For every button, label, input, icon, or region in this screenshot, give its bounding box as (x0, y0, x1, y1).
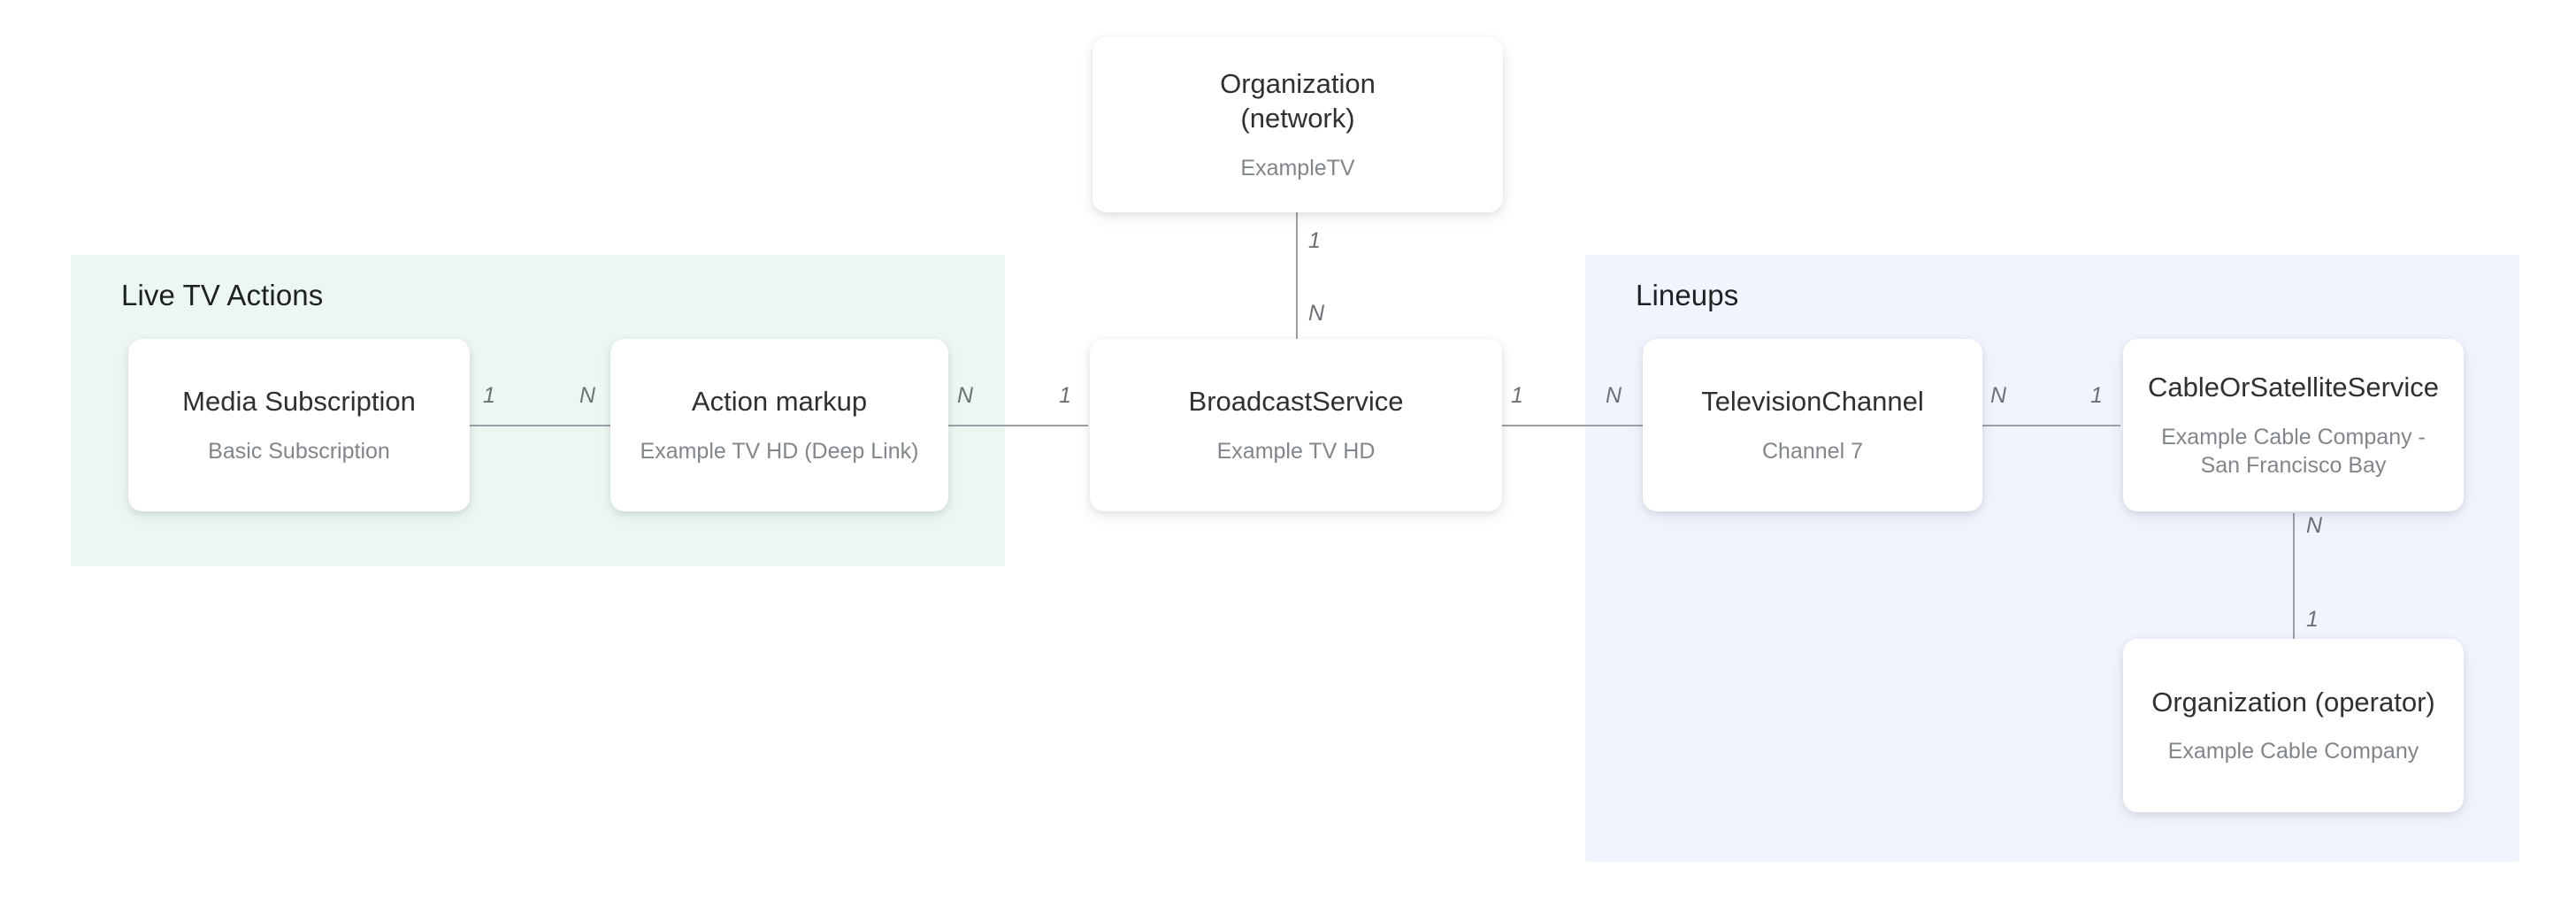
node-organization-operator[interactable]: Organization (operator) Example Cable Co… (2123, 639, 2464, 812)
cardinality-organization-operator-top: 1 (2306, 607, 2319, 632)
node-media-subscription[interactable]: Media Subscription Basic Subscription (128, 339, 470, 511)
group-title-live-tv-actions: Live TV Actions (121, 279, 324, 311)
edge-television-channel-cable-or-satellite-service (1979, 425, 2120, 426)
node-subtitle-cable-or-satellite-service: Example Cable Company - San Francisco Ba… (2161, 424, 2426, 478)
cardinality-cable-or-satellite-service-left: 1 (2090, 383, 2103, 408)
node-title-television-channel: TelevisionChannel (1701, 386, 1924, 418)
edge-media-subscription-action-markup (469, 425, 610, 426)
cardinality-broadcast-service-right: 1 (1511, 383, 1523, 408)
node-title-broadcast-service: BroadcastService (1188, 386, 1404, 418)
cardinality-television-channel-right: N (1990, 383, 2007, 408)
edge-broadcast-service-television-channel (1501, 425, 1643, 426)
node-subtitle-organization-operator: Example Cable Company (2167, 739, 2419, 764)
cardinality-media-subscription-right: 1 (483, 383, 495, 408)
node-subtitle-media-subscription: Basic Subscription (208, 438, 390, 464)
cardinality-action-markup-right: N (957, 383, 974, 408)
node-organization-network[interactable]: Organization (network) ExampleTV (1092, 37, 1503, 212)
cardinality-cable-or-satellite-service-bottom: N (2306, 513, 2323, 538)
group-title-lineups: Lineups (1636, 279, 1739, 311)
cardinality-broadcast-service-left: 1 (1059, 383, 1071, 408)
node-title-media-subscription: Media Subscription (182, 386, 416, 418)
edge-action-markup-broadcast-service (947, 425, 1088, 426)
node-title-organization-network: Organization (network) (1220, 68, 1376, 134)
node-title-cable-or-satellite-service: CableOrSatelliteService (2147, 372, 2440, 403)
node-broadcast-service[interactable]: BroadcastService Example TV HD (1090, 339, 1502, 511)
node-title-action-markup: Action markup (691, 386, 868, 418)
node-cable-or-satellite-service[interactable]: CableOrSatelliteService Example Cable Co… (2123, 339, 2464, 511)
node-action-markup[interactable]: Action markup Example TV HD (Deep Link) (610, 339, 948, 511)
node-title-organization-operator: Organization (operator) (2151, 686, 2435, 718)
cardinality-organization-network-bottom: 1 (1308, 228, 1321, 253)
node-subtitle-broadcast-service: Example TV HD (1216, 438, 1376, 464)
edge-organization-network-broadcast-service (1296, 212, 1298, 345)
cardinality-television-channel-left: N (1606, 383, 1622, 408)
cardinality-broadcast-service-top: N (1308, 301, 1325, 326)
edge-cable-or-satellite-service-organization-operator (2293, 513, 2295, 648)
node-subtitle-television-channel: Channel 7 (1762, 438, 1863, 464)
node-subtitle-organization-network: ExampleTV (1240, 155, 1355, 180)
cardinality-action-markup-left: N (579, 383, 596, 408)
node-subtitle-action-markup: Example TV HD (Deep Link) (640, 438, 919, 464)
node-television-channel[interactable]: TelevisionChannel Channel 7 (1643, 339, 1982, 511)
